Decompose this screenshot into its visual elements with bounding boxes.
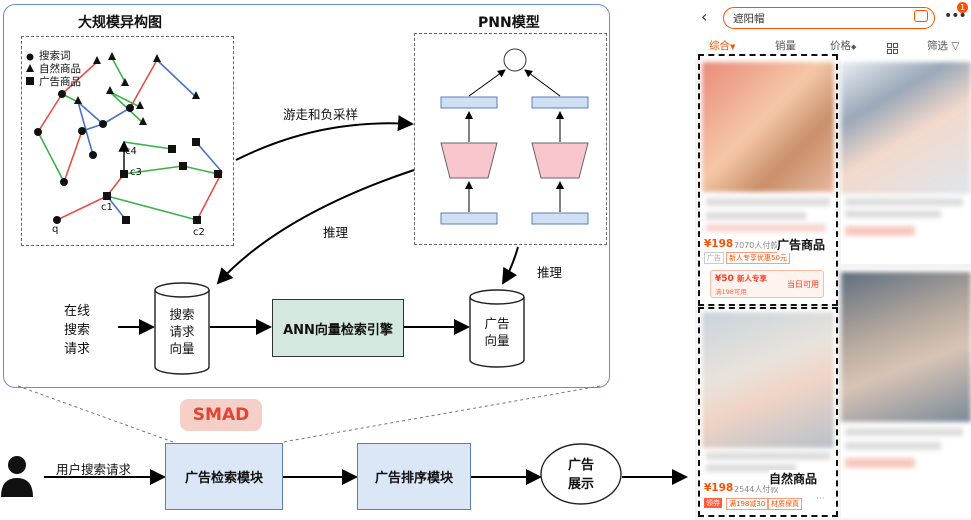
right-card-1-image — [841, 62, 971, 194]
ad-retrieval-module: 广告检索模块 — [165, 443, 283, 510]
natural-title-placeholder-2 — [706, 464, 796, 472]
coupon[interactable]: ¥50 新人专享 满198可用 当日可用 — [710, 270, 824, 298]
natural-tag-discount: 满198减30 — [726, 498, 769, 510]
natural-product-label: 自然商品 — [769, 470, 818, 487]
legend-ad: 广告商品 — [39, 76, 81, 88]
infer-label-1: 推理 — [323, 225, 349, 240]
node-label-c1: c1 — [101, 202, 113, 213]
search-text: 遮阳帽 — [733, 13, 765, 25]
right-card-1-title — [845, 198, 963, 206]
right-card-2-title — [845, 428, 963, 436]
coupon-amount: ¥50 — [715, 274, 734, 284]
grid-view-icon[interactable] — [887, 39, 898, 54]
coupon-date: 当日可用 — [787, 280, 819, 289]
pnn-title: PNN模型 — [478, 15, 540, 31]
smad-badge: SMAD — [180, 399, 262, 431]
ad-product-label: 广告商品 — [777, 236, 826, 253]
natural-sold: 2544人付款 — [734, 485, 779, 494]
right-card-1[interactable] — [841, 58, 971, 264]
ad-card[interactable]: ¥198 7070人付款 广告 新人专享优惠50元 ¥50 新人专享 满198可… — [698, 58, 838, 304]
natural-tag-coupon: 领券 — [704, 498, 722, 508]
node-label-c4: c4 — [125, 146, 137, 157]
legend-natural: 自然商品 — [39, 63, 81, 75]
ad-card-image — [702, 62, 834, 192]
ad-tag: 广告 — [704, 252, 724, 264]
legend-query: 搜索词 — [39, 50, 71, 62]
phone-screen: ‹ 遮阳帽 ••• 1 综合▼ 销量 价格◆ 筛选 ▽ ¥198 7070人付款… — [695, 0, 971, 520]
right-card-1-title-2 — [845, 210, 941, 218]
notification-badge: 1 — [957, 2, 968, 13]
search-input[interactable]: 遮阳帽 — [723, 7, 935, 29]
ad-display: 广告 展示 — [567, 458, 594, 492]
graph-title: 大规模异构图 — [78, 15, 162, 31]
pnn-box — [414, 33, 607, 245]
camera-icon[interactable] — [914, 10, 928, 22]
natural-title-placeholder — [706, 452, 830, 460]
natural-more-icon[interactable]: ··· — [816, 494, 825, 504]
tab-sales[interactable]: 销量 — [775, 40, 796, 52]
tab-price[interactable]: 价格◆ — [830, 40, 857, 52]
ad-ranking-module: 广告排序模块 — [357, 443, 471, 510]
grid-svg — [887, 43, 898, 54]
ad-sold: 7070人付款 — [734, 241, 779, 250]
ad-title-placeholder-2 — [706, 212, 806, 220]
natural-tag-quality: 材质保真 — [768, 498, 802, 510]
graph-box — [21, 36, 234, 246]
walk-label: 游走和负采样 — [283, 107, 359, 122]
node-label-c3: c3 — [130, 167, 142, 178]
natural-card-image — [702, 312, 834, 448]
ad-title-placeholder — [706, 198, 830, 206]
query-vector-store: 搜索 请求 向量 — [169, 307, 195, 356]
natural-price: ¥198 — [704, 482, 734, 494]
tab-filter[interactable]: 筛选 ▽ — [927, 40, 960, 52]
node-label-c2: c2 — [193, 227, 205, 238]
natural-highlight-frame — [698, 307, 838, 517]
right-card-2-price — [845, 458, 915, 468]
right-card-2[interactable] — [841, 268, 971, 518]
infer-label-2: 推理 — [537, 265, 563, 280]
user-query-label: 用户搜索请求 — [56, 462, 132, 477]
right-card-1-price — [845, 226, 915, 236]
coupon-cond: 满198可用 — [715, 288, 747, 296]
online-query: 在线 搜索 请求 — [64, 304, 91, 357]
ad-tag-placeholder — [706, 224, 826, 232]
ann-engine-box: ANN向量检索引擎 — [272, 299, 404, 357]
ad-promo: 新人专享优惠50元 — [726, 252, 790, 264]
right-card-2-image — [841, 272, 971, 422]
ad-highlight-frame — [698, 54, 838, 306]
ad-vector-store: 广告 向量 — [484, 316, 510, 348]
graph-legend: 搜索词 自然商品 广告商品 — [39, 50, 81, 89]
tab-overall[interactable]: 综合▼ — [709, 40, 736, 52]
ad-price: ¥198 — [704, 238, 734, 250]
natural-card[interactable]: ¥198 2544人付款 领券 满198减30 材质保真 ··· — [698, 308, 838, 518]
back-icon[interactable]: ‹ — [701, 7, 708, 26]
right-card-2-title-2 — [845, 442, 941, 450]
node-label-q: q — [52, 224, 59, 235]
coupon-title: 新人专享 — [736, 274, 767, 283]
